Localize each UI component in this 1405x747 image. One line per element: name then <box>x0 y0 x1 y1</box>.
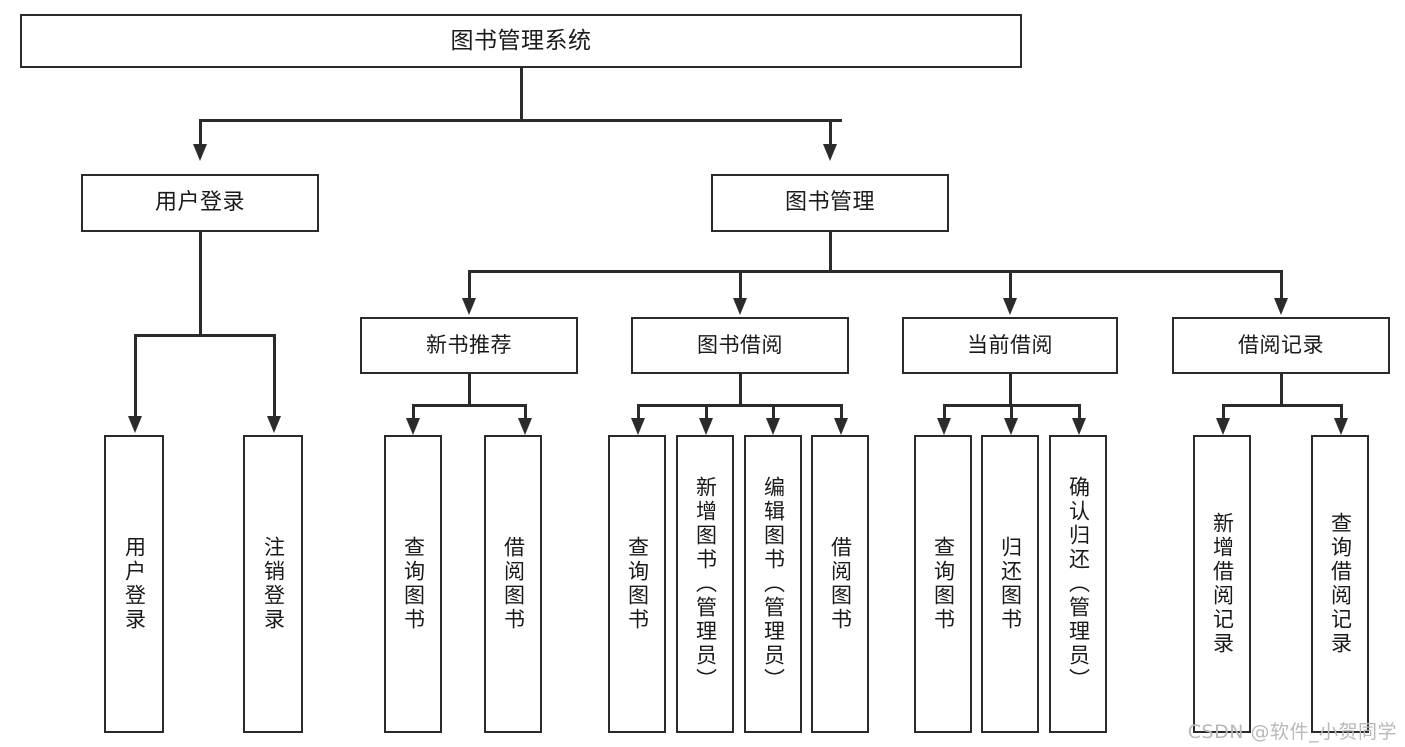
node-leaf-confirm-return[interactable]: 确认归还（管理员） <box>1049 435 1107 733</box>
node-label: 查询借阅记录 <box>1328 512 1353 656</box>
connector-borrow-record-drop-1 <box>1222 404 1225 420</box>
node-leaf-logout[interactable]: 注销登录 <box>243 435 303 733</box>
node-label: 图书借阅 <box>697 332 783 357</box>
node-label: 当前借阅 <box>967 332 1053 357</box>
node-label: 注销登录 <box>261 536 286 632</box>
arrowhead-leaf-add-book <box>699 418 713 435</box>
connector-current-borrow-drop-3 <box>1078 404 1081 420</box>
connector-user-login-drop-2 <box>273 334 276 418</box>
node-leaf-edit-book[interactable]: 编辑图书（管理员） <box>744 435 802 733</box>
connector-book-manage-drop-4 <box>1280 270 1283 300</box>
arrowhead-leaf-edit-book <box>766 418 780 435</box>
arrowhead-leaf-add-record <box>1216 418 1230 435</box>
connector-book-borrow-drop-3 <box>772 404 775 420</box>
connector-user-login-drop-1 <box>134 334 137 418</box>
node-book-borrow[interactable]: 图书借阅 <box>631 317 849 374</box>
connector-new-book-rec-stem <box>468 374 471 406</box>
connector-root-stem <box>520 68 523 120</box>
node-label: 图书管理系统 <box>450 27 592 54</box>
node-leaf-borrow-book-borrow[interactable]: 借阅图书 <box>811 435 869 733</box>
connector-current-borrow-drop-1 <box>943 404 946 420</box>
node-label: 新增借阅记录 <box>1210 512 1235 656</box>
node-leaf-user-login[interactable]: 用户登录 <box>104 435 164 733</box>
connector-book-borrow-bus <box>637 404 841 407</box>
arrowhead-leaf-return-book <box>1004 418 1018 435</box>
node-current-borrow[interactable]: 当前借阅 <box>902 317 1118 374</box>
connector-book-borrow-stem <box>739 374 742 406</box>
arrowhead-leaf-borrow-book-1 <box>518 418 532 435</box>
connector-root-bus <box>199 119 842 122</box>
node-label: 查询图书 <box>401 536 426 632</box>
node-leaf-add-book[interactable]: 新增图书（管理员） <box>676 435 734 733</box>
node-leaf-query-book-borrow[interactable]: 查询图书 <box>608 435 666 733</box>
connector-book-manage-stem <box>829 232 832 272</box>
node-leaf-query-book-new-rec[interactable]: 查询图书 <box>384 435 442 733</box>
connector-book-borrow-drop-2 <box>705 404 708 420</box>
node-leaf-query-record[interactable]: 查询借阅记录 <box>1311 435 1369 733</box>
arrowhead-book-borrow <box>733 298 747 315</box>
node-book-manage[interactable]: 图书管理 <box>711 174 949 232</box>
connector-borrow-record-stem <box>1280 374 1283 406</box>
connector-borrow-record-bus <box>1222 404 1342 407</box>
connector-book-manage-drop-3 <box>1009 270 1012 300</box>
arrowhead-leaf-query-book-1 <box>406 418 420 435</box>
node-leaf-return-book[interactable]: 归还图书 <box>981 435 1039 733</box>
node-label: 确认归还（管理员） <box>1066 476 1091 692</box>
node-label: 新增图书（管理员） <box>693 476 718 692</box>
node-leaf-query-book-current[interactable]: 查询图书 <box>914 435 972 733</box>
arrowhead-leaf-borrow-book-2 <box>834 418 848 435</box>
connector-root-drop-right <box>829 119 832 146</box>
connector-user-login-stem <box>199 232 202 336</box>
node-label: 归还图书 <box>998 536 1023 632</box>
connector-book-manage-bus <box>468 270 1280 273</box>
connector-borrow-record-drop-2 <box>1340 404 1343 420</box>
node-user-login[interactable]: 用户登录 <box>81 174 319 232</box>
arrowhead-current-borrow <box>1003 298 1017 315</box>
node-leaf-add-record[interactable]: 新增借阅记录 <box>1193 435 1251 733</box>
arrowhead-user-login <box>193 144 207 161</box>
connector-current-borrow-stem <box>1009 374 1012 406</box>
connector-new-book-rec-drop-1 <box>412 404 415 420</box>
connector-user-login-bus <box>134 334 276 337</box>
connector-current-borrow-drop-2 <box>1010 404 1013 420</box>
arrowhead-leaf-query-book-3 <box>937 418 951 435</box>
connector-new-book-rec-bus <box>412 404 526 407</box>
node-label: 借阅图书 <box>501 536 526 632</box>
node-label: 借阅记录 <box>1238 332 1324 357</box>
arrowhead-leaf-logout <box>267 416 281 433</box>
node-label: 借阅图书 <box>828 536 853 632</box>
connector-new-book-rec-drop-2 <box>524 404 527 420</box>
arrowhead-book-manage <box>823 144 837 161</box>
node-new-book-rec[interactable]: 新书推荐 <box>360 317 578 374</box>
node-label: 编辑图书（管理员） <box>761 476 786 692</box>
arrowhead-new-book-rec <box>462 298 476 315</box>
connector-book-borrow-drop-1 <box>637 404 640 420</box>
node-label: 新书推荐 <box>426 332 512 357</box>
arrowhead-leaf-query-book-2 <box>631 418 645 435</box>
node-label: 查询图书 <box>625 536 650 632</box>
node-label: 用户登录 <box>122 536 147 632</box>
node-root-book-management-system[interactable]: 图书管理系统 <box>20 14 1022 68</box>
node-leaf-borrow-book-new-rec[interactable]: 借阅图书 <box>484 435 542 733</box>
node-label: 查询图书 <box>931 536 956 632</box>
connector-book-manage-drop-1 <box>468 270 471 300</box>
arrowhead-borrow-record <box>1274 298 1288 315</box>
connector-book-borrow-drop-4 <box>840 404 843 420</box>
node-label: 用户登录 <box>154 189 245 215</box>
arrowhead-leaf-user-login <box>128 416 142 433</box>
arrowhead-leaf-query-record <box>1334 418 1348 435</box>
node-borrow-record[interactable]: 借阅记录 <box>1172 317 1390 374</box>
connector-root-drop-left <box>199 119 202 146</box>
arrowhead-leaf-confirm-return <box>1072 418 1086 435</box>
connector-book-manage-drop-2 <box>739 270 742 300</box>
node-label: 图书管理 <box>784 189 875 215</box>
